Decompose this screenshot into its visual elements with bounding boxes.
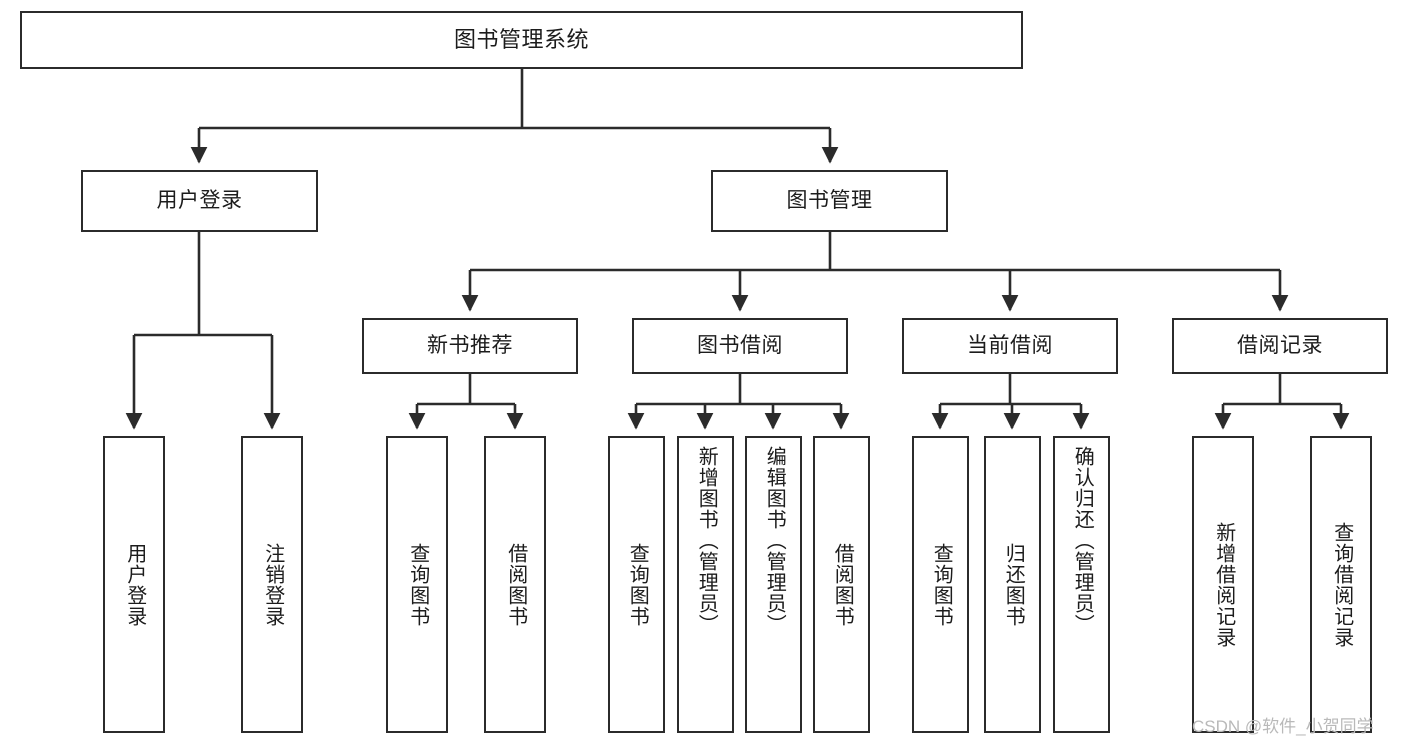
node-user-login[interactable]: 用户登录: [81, 170, 318, 232]
node-leaf-query-record[interactable]: 查询借阅记录: [1310, 436, 1372, 733]
node-book-borrow[interactable]: 图书借阅: [632, 318, 848, 374]
csdn-watermark: CSDN @软件_小贺同学: [1192, 717, 1374, 736]
node-leaf-borrow-book-1-label: 借阅图书: [504, 542, 527, 627]
node-borrow-record-label: 借阅记录: [1237, 333, 1323, 357]
node-book-borrow-label: 图书借阅: [697, 333, 783, 357]
node-leaf-borrow-book-2[interactable]: 借阅图书: [813, 436, 870, 733]
node-leaf-query-book-3[interactable]: 查询图书: [912, 436, 969, 733]
node-leaf-confirm-return[interactable]: 确认归还（管理员）: [1053, 436, 1110, 733]
node-leaf-query-book-1[interactable]: 查询图书: [386, 436, 448, 733]
node-leaf-logout-label: 注销登录: [261, 542, 284, 627]
node-leaf-edit-book[interactable]: 编辑图书（管理员）: [745, 436, 802, 733]
node-leaf-add-book[interactable]: 新增图书（管理员）: [677, 436, 734, 733]
node-leaf-return-book-label: 归还图书: [1002, 542, 1025, 627]
node-leaf-add-record[interactable]: 新增借阅记录: [1192, 436, 1254, 733]
node-leaf-user-login[interactable]: 用户登录: [103, 436, 165, 733]
node-leaf-user-login-label: 用户登录: [123, 542, 146, 627]
node-root[interactable]: 图书管理系统: [20, 11, 1023, 69]
node-leaf-return-book[interactable]: 归还图书: [984, 436, 1041, 733]
node-user-login-label: 用户登录: [156, 188, 243, 212]
node-leaf-query-book-2[interactable]: 查询图书: [608, 436, 665, 733]
node-leaf-confirm-return-label: 确认归还（管理员）: [1071, 446, 1094, 635]
node-leaf-query-book-1-label: 查询图书: [406, 542, 429, 627]
node-current-borrow[interactable]: 当前借阅: [902, 318, 1118, 374]
node-root-label: 图书管理系统: [453, 27, 589, 53]
node-leaf-query-book-3-label: 查询图书: [930, 542, 953, 627]
node-leaf-add-book-label: 新增图书（管理员）: [695, 446, 718, 635]
node-leaf-borrow-book-2-label: 借阅图书: [831, 542, 854, 627]
node-leaf-edit-book-label: 编辑图书（管理员）: [763, 446, 786, 635]
node-leaf-query-record-label: 查询借阅记录: [1330, 521, 1353, 648]
node-borrow-record[interactable]: 借阅记录: [1172, 318, 1388, 374]
node-book-manage-label: 图书管理: [786, 188, 873, 212]
node-leaf-add-record-label: 新增借阅记录: [1212, 521, 1235, 648]
node-new-book-recommend-label: 新书推荐: [427, 333, 513, 357]
node-book-manage[interactable]: 图书管理: [711, 170, 948, 232]
node-leaf-logout[interactable]: 注销登录: [241, 436, 303, 733]
node-leaf-borrow-book-1[interactable]: 借阅图书: [484, 436, 546, 733]
node-leaf-query-book-2-label: 查询图书: [626, 542, 649, 627]
node-current-borrow-label: 当前借阅: [967, 333, 1053, 357]
node-new-book-recommend[interactable]: 新书推荐: [362, 318, 578, 374]
